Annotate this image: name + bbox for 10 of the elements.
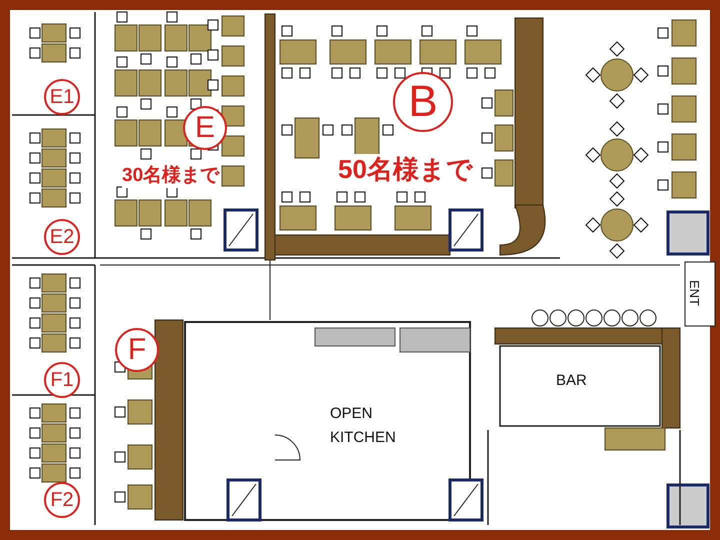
room-marker: E2	[44, 219, 80, 255]
room-marker: F2	[44, 482, 80, 518]
capacity-label: 30名様まで	[122, 165, 220, 188]
area-label: OPEN KITCHEN	[330, 404, 397, 448]
capacity-label: 50名様まで	[338, 154, 473, 186]
room-marker: B	[393, 72, 453, 132]
entrance-label: ENT	[686, 280, 702, 306]
room-marker: F1	[44, 362, 80, 398]
area-label: BAR	[556, 372, 587, 390]
room-marker: E1	[44, 79, 80, 115]
